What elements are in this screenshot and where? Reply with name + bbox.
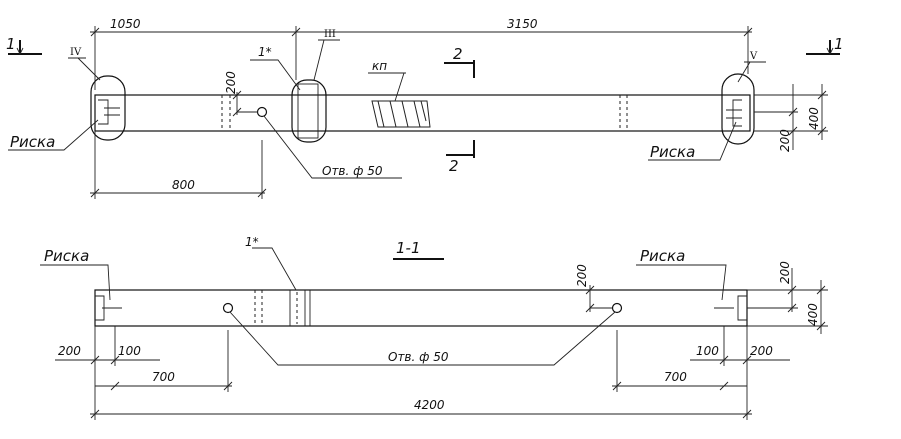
section-hole-leader (229, 311, 616, 366)
plan-end-detail-left (98, 99, 120, 125)
plan-risk-left-label: Риска (10, 133, 55, 151)
section-hole-label: Отв. ф 50 (388, 350, 449, 364)
section-dim-100-left: 100 (118, 344, 141, 358)
section-dim-100-right: 100 (696, 344, 719, 358)
plan-node-IV-leader (68, 57, 101, 81)
section-node-1-label: 1* (245, 235, 259, 249)
section-hole-right (611, 302, 623, 314)
section-title: 1-1 (396, 239, 421, 257)
section-view: 1-1 Риска Риска 1* Отв. ф 50 200 (40, 235, 828, 420)
section-dim-200-hole: 200 (575, 264, 589, 287)
plan-kp-leader (394, 72, 405, 102)
plan-hole (256, 106, 268, 118)
plan-section-1-right-arrow (826, 47, 834, 56)
plan-node-III-plate (297, 83, 319, 139)
plan-hatch-lines (377, 100, 427, 128)
plan-dim-800: 800 (172, 178, 195, 192)
section-700-ticks-left (110, 381, 233, 391)
section-hole-dim-ticks (585, 285, 595, 313)
plan-dim-200-right: 200 (778, 129, 792, 152)
plan-section-2-bottom-label: 2 (449, 157, 459, 175)
plan-view: кп 2 2 1 1 1050 3150 800 200 (6, 17, 844, 199)
section-dim-200-right: 200 (778, 261, 792, 284)
section-dim-200-right-bottom: 200 (750, 344, 773, 358)
plan-section-1-left-arrow (16, 47, 24, 56)
plan-end-capsule-left (90, 75, 126, 141)
plan-section-2-bottom-mark (446, 140, 475, 158)
plan-node-1-label: 1* (258, 45, 272, 59)
plan-dim-200-hole: 200 (224, 71, 238, 94)
plan-risk-left-leader (8, 119, 99, 151)
section-risk-left-leader (40, 264, 111, 301)
section-beam-outline (94, 289, 748, 327)
plan-section-2-top-mark (444, 60, 475, 78)
section-dim-700-right: 700 (664, 370, 687, 384)
plan-right-ticks (788, 90, 827, 136)
plan-dim-1050: 1050 (110, 17, 141, 31)
section-small-ticks-left (90, 355, 120, 365)
plan-section-2-top-label: 2 (453, 45, 463, 63)
section-small-ticks-right (719, 355, 752, 365)
plan-end-capsule-right (721, 73, 755, 145)
plan-bottom-ticks (90, 188, 267, 198)
plan-node-V-label: V (749, 51, 758, 62)
plan-node-V-leader (737, 61, 766, 83)
plan-end-detail-right (726, 99, 742, 127)
plan-kp-label: кп (372, 59, 387, 73)
plan-section-1-right-label: 1 (834, 35, 844, 53)
plan-beam-outline (94, 94, 751, 132)
plan-section-1-right-mark (806, 40, 840, 55)
plan-hole-label: Отв. ф 50 (322, 164, 383, 178)
section-dim-200-left: 200 (58, 344, 81, 358)
section-risk-left-label: Риска (44, 247, 89, 265)
plan-top-ticks (90, 27, 753, 37)
section-risk-right-label: Риска (640, 247, 685, 265)
plan-hole-leader (263, 115, 402, 179)
section-risk-right-leader (636, 264, 727, 301)
plan-section-1-left-mark (8, 40, 42, 55)
plan-node-III-capsule (291, 79, 327, 143)
plan-section-1-left-label: 1 (6, 35, 16, 53)
plan-hole-dim-ticks (232, 90, 242, 117)
plan-risk-right-leader (648, 121, 737, 161)
plan-node-1-leader (250, 59, 301, 91)
plan-hatch-outline (371, 100, 431, 128)
plan-risk-right-label: Риска (650, 143, 695, 161)
plan-dim-400-right: 400 (807, 107, 821, 130)
section-node-1-leader (252, 247, 297, 291)
plan-dim-3150: 3150 (507, 17, 538, 31)
plan-node-III-label: III (324, 29, 336, 40)
plan-node-III-leader (313, 39, 340, 81)
section-dim-400-right: 400 (806, 303, 820, 326)
section-end-right (737, 295, 747, 321)
section-700-ticks-right (612, 381, 729, 391)
section-right-ticks (787, 285, 826, 331)
section-hole-left (222, 302, 234, 314)
section-dim-700-left: 700 (152, 370, 175, 384)
section-dim-4200: 4200 (414, 398, 445, 412)
plan-node-IV-label: IV (70, 47, 82, 58)
section-total-ticks (90, 409, 752, 419)
